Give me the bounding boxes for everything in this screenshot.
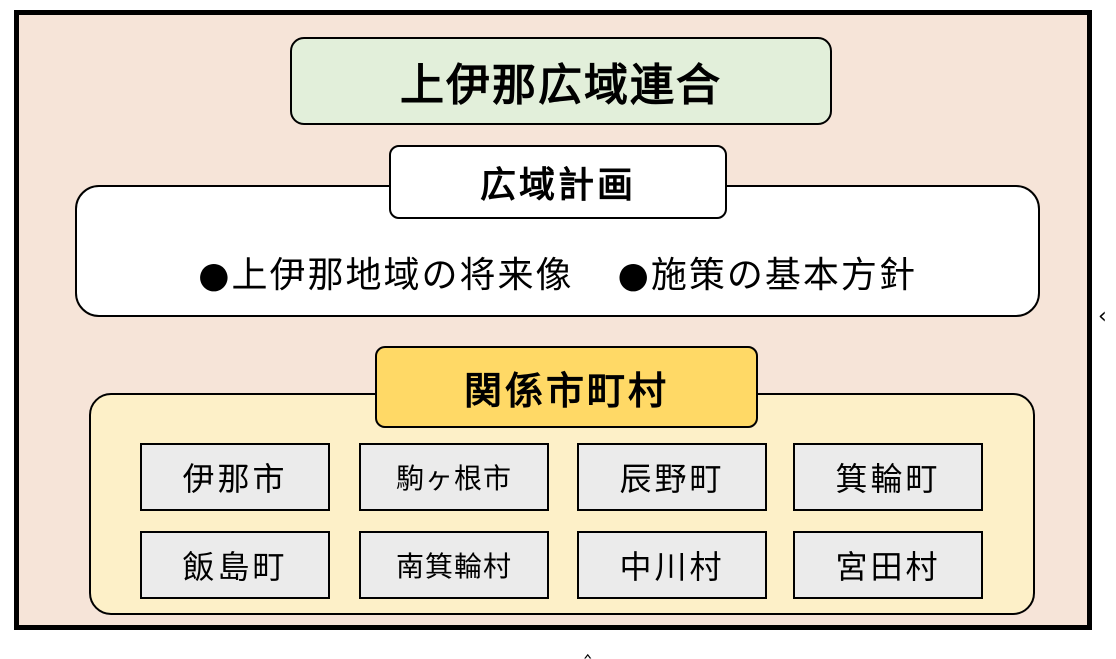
plan-bullets: ●上伊那地域の将来像 ●施策の基本方針 — [75, 237, 1040, 307]
muni-komagane: 駒ヶ根市 — [359, 443, 549, 511]
muni-minowa: 箕輪町 — [793, 443, 983, 511]
muni-miyada: 宮田村 — [793, 531, 983, 599]
muni-iijima: 飯島町 — [140, 531, 330, 599]
plan-item-policy: ●施策の基本方針 — [617, 255, 917, 296]
muni-tatsuno: 辰野町 — [577, 443, 767, 511]
plan-item-future-vision: ●上伊那地域の将来像 — [198, 255, 574, 296]
muni-nakagawa: 中川村 — [577, 531, 767, 599]
chevron-left-icon: ‹ — [1098, 304, 1107, 329]
union-title: 上伊那広域連合 — [290, 37, 832, 125]
plan-label: 広域計画 — [389, 145, 727, 219]
muni-ina: 伊那市 — [140, 443, 330, 511]
muni-minamiminowa: 南箕輪村 — [359, 531, 549, 599]
municipalities-label: 関係市町村 — [375, 346, 758, 428]
chevron-up-icon: ‸ — [584, 634, 592, 659]
union-frame: 上伊那広域連合 広域計画 ●上伊那地域の将来像 ●施策の基本方針 関係市町村 伊… — [14, 10, 1092, 630]
